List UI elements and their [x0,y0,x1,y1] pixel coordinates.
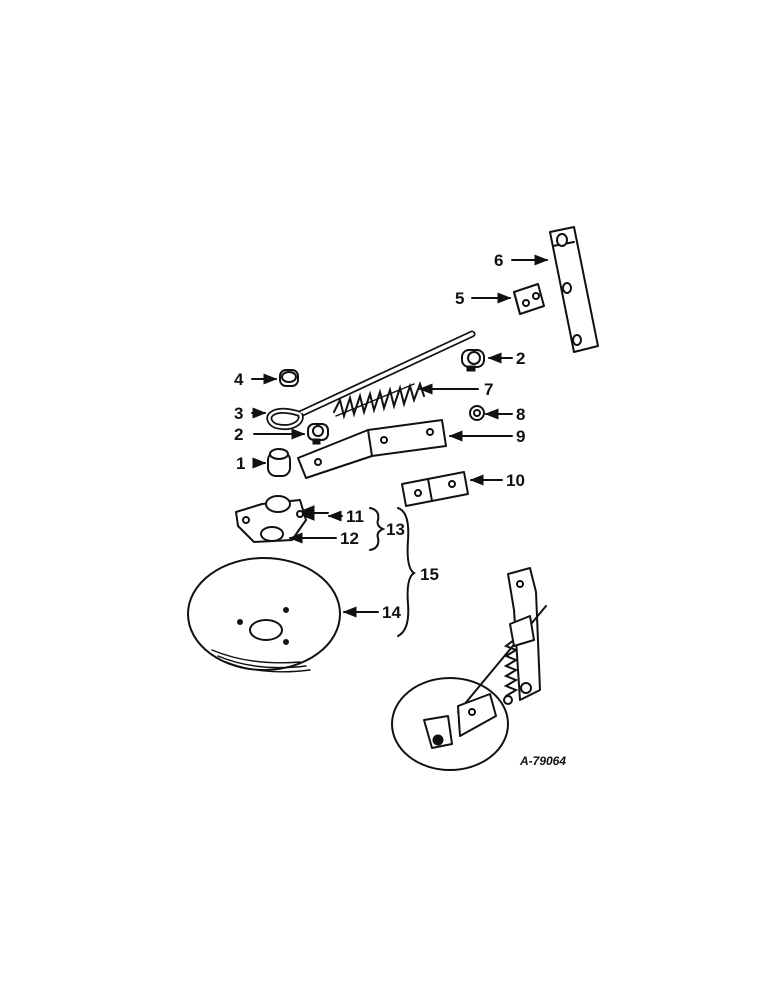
part-2-clamp-collar-upper [461,349,485,372]
part-14-disc [187,557,341,673]
brace-13 [369,507,386,551]
callout-5: 5 [455,289,464,308]
part-2-clamp-collar-lower [307,423,329,445]
callout-13: 13 [386,520,405,539]
callout-14: 14 [382,603,401,622]
brace-15 [397,507,416,637]
callout-6: 6 [494,251,503,270]
part-5-bracket [513,283,545,315]
figure-reference: A-79064 [519,754,566,768]
callout-1: 1 [236,454,245,473]
part-6-mounting-bar [549,226,599,353]
part-10-bent-bracket [401,471,469,507]
callout-2a: 2 [516,349,525,368]
callout-10: 10 [506,471,525,490]
part-9-arm [297,419,447,479]
callout-12: 12 [340,529,359,548]
callout-8: 8 [516,405,525,424]
part-8-nut [469,405,485,421]
callout-4: 4 [234,370,244,389]
callout-7: 7 [484,380,493,399]
callout-9: 9 [516,427,525,446]
callout-15: 15 [420,565,439,584]
callout-11: 11 [346,507,364,526]
part-1-spacer-tube [267,448,291,477]
assembled-unit-illustration [391,567,547,771]
part-7-compression-spring [333,381,425,420]
callout-2b: 2 [234,425,243,444]
part-3-spring-rod [266,330,476,430]
part-11-bolt [303,505,329,521]
part-4-bushing [279,369,299,387]
callout-3: 3 [234,404,243,423]
part-12-hub-housing [235,495,307,543]
